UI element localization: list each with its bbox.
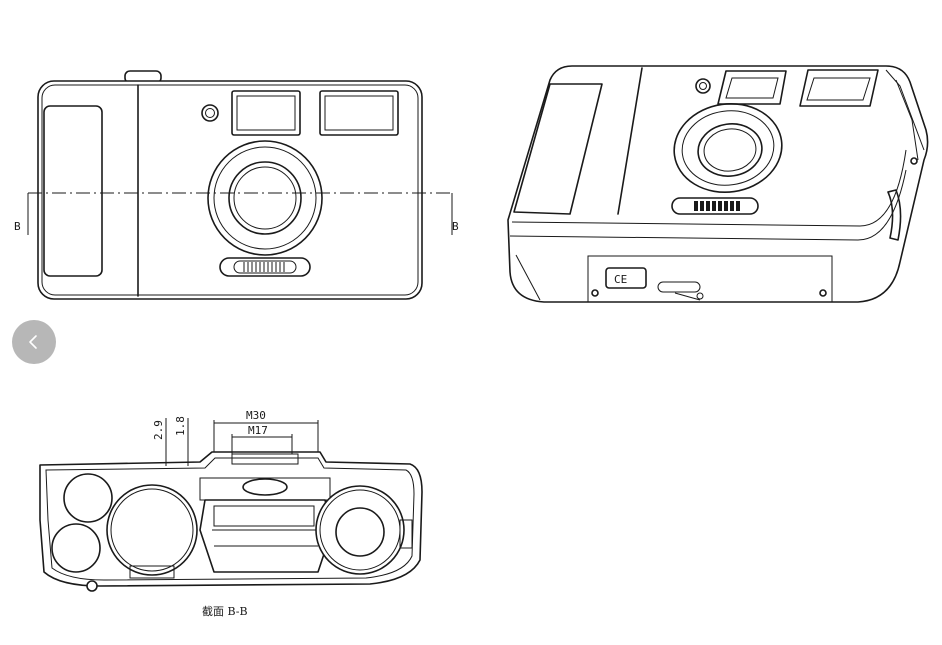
section-caption: 截面 B-B [202,604,248,618]
section-marker-left: B [14,220,21,233]
section-view: M30 M17 2.9 1.8 截面 B-B [39,409,423,618]
dimension-m30: M30 [246,409,266,422]
ce-mark: CE [614,273,627,286]
perspective-lens [673,102,783,194]
front-view: B B [14,70,459,300]
section-film-roll-top [63,473,113,523]
previous-button[interactable] [12,320,56,364]
perspective-viewfinder [717,70,787,105]
viewfinder-window [231,90,301,136]
section-film-roll-bottom [51,523,101,573]
dimension-m17: M17 [248,424,268,437]
flash-window [319,90,399,136]
section-lens-mount [231,453,299,465]
chevron-left-icon [29,335,37,349]
sensor-window [201,104,219,122]
advance-slider [219,257,311,277]
section-lens-barrel [199,499,333,573]
perspective-advance-slider [671,197,759,215]
perspective-grip [513,83,603,215]
ce-badge [605,267,647,289]
perspective-flash [799,69,879,107]
bottom-plate [587,255,833,303]
section-takeup-spool [335,507,385,557]
perspective-view: CE [507,65,929,303]
dimension-1-8: 1.8 [174,416,187,436]
lens [207,140,323,256]
section-takeup-spool-outer [315,485,405,575]
dimension-2-9: 2.9 [152,420,165,440]
side-dial [887,189,902,241]
perspective-body-outline [507,65,929,303]
section-battery [106,484,198,576]
section-marker-right: B [452,220,459,233]
perspective-sensor-window [695,78,711,94]
grip-panel [43,105,103,277]
